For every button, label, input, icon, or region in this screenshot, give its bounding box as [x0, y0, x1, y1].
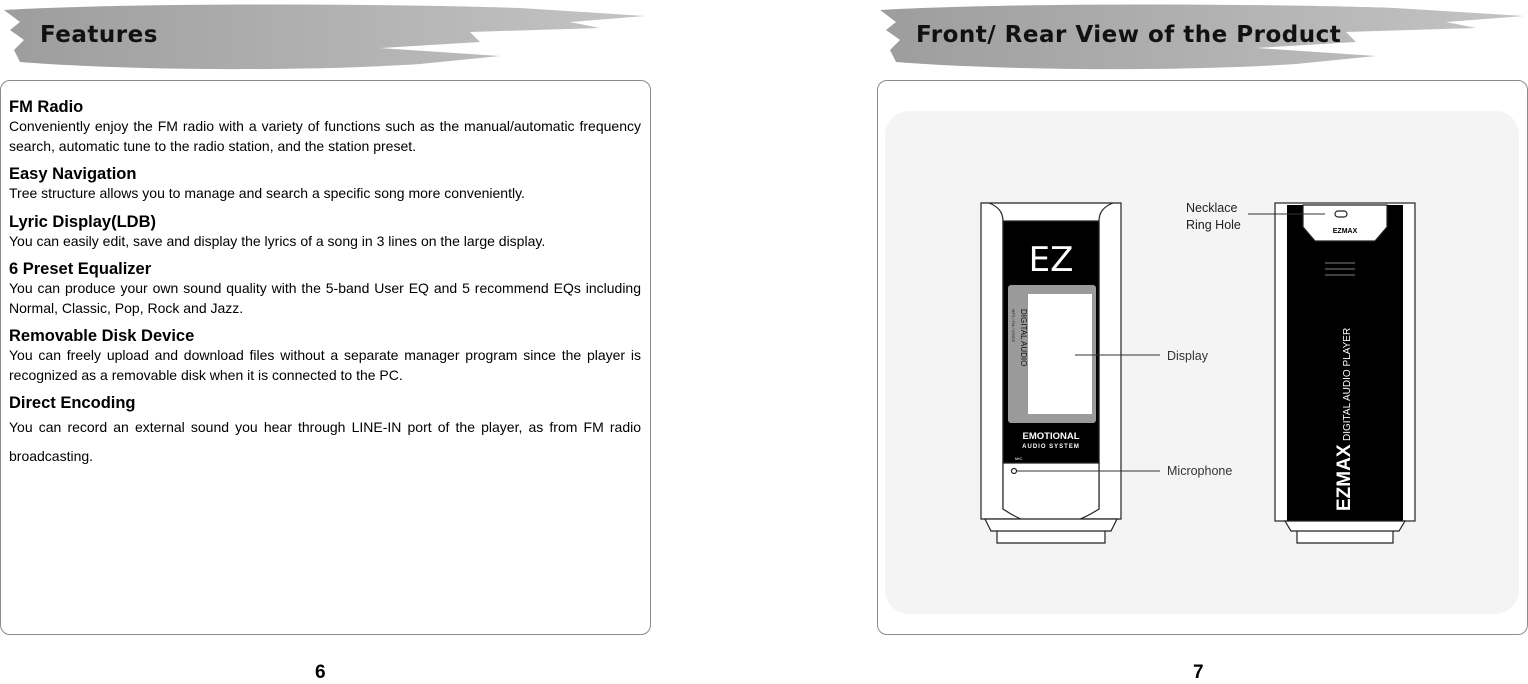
features-header-band: Features: [0, 2, 650, 74]
feature-text: You can easily edit, save and display th…: [9, 232, 546, 249]
feature-heading: Lyric Display(LDB): [9, 212, 157, 231]
brand-line-1: EMOTIONAL: [1023, 431, 1080, 442]
feature-section: Lyric Display(LDB)You can easily edit, s…: [9, 212, 641, 252]
brand-line-2: AUDIO SYSTEM: [1022, 444, 1080, 450]
product-illustration: EZ DIGITAL AUDIO MP3 / FM / VOICE EMOTIO…: [980, 201, 1416, 544]
feature-heading: Direct Encoding: [9, 394, 136, 412]
page-title: Features: [40, 22, 158, 48]
feature-heading: Easy Navigation: [9, 165, 137, 183]
feature-text: You can produce your own sound quality w…: [9, 280, 641, 316]
side-subtext: MP3 / FM / VOICE: [1011, 309, 1016, 342]
feature-heading: 6 Preset Equalizer: [9, 260, 152, 278]
brush-stroke-graphic: [4, 4, 645, 70]
product-view-header-band: Front/ Rear View of the Product: [876, 2, 1528, 74]
feature-text: You can record an external sound you hea…: [9, 419, 641, 464]
product-view-panel: EZ DIGITAL AUDIO MP3 / FM / VOICE EMOTIO…: [877, 80, 1528, 635]
feature-text: You can freely upload and download files…: [9, 347, 641, 383]
ezmax-logo: EZMAX: [1334, 444, 1355, 511]
callout-ring-hole: Ring Hole: [1186, 218, 1241, 232]
page-title: Front/ Rear View of the Product: [916, 22, 1342, 48]
illustration-area: EZ DIGITAL AUDIO MP3 / FM / VOICE EMOTIO…: [885, 111, 1519, 614]
cap-logo: EZMAX: [1333, 228, 1358, 235]
page-number: 6: [315, 662, 326, 683]
mic-label: MIC: [1015, 456, 1022, 461]
ez-logo: EZ: [1029, 240, 1074, 280]
brush-stroke-graphic: [880, 4, 1524, 70]
vertical-text: DIGITAL AUDIO PLAYER: [1342, 328, 1353, 441]
feature-heading: FM Radio: [9, 98, 84, 116]
feature-heading: Removable Disk Device: [9, 327, 195, 345]
front-device: [980, 202, 1122, 544]
feature-text: Conveniently enjoy the FM radio with a v…: [9, 118, 641, 154]
rear-device: [1274, 202, 1416, 544]
callout-lines: [1017, 213, 1325, 472]
callout-necklace: Necklace: [1186, 201, 1237, 215]
page-number: 7: [1193, 662, 1204, 683]
callout-microphone: Microphone: [1167, 464, 1232, 478]
side-text: DIGITAL AUDIO: [1019, 309, 1028, 366]
callout-display: Display: [1167, 349, 1209, 363]
feature-text: Tree structure allows you to manage and …: [9, 185, 525, 201]
